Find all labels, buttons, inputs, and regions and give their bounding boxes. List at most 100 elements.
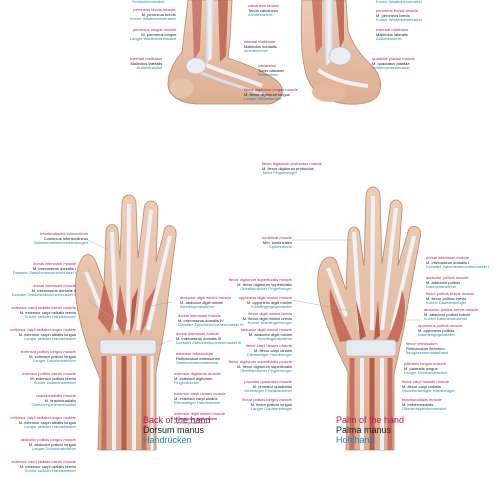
label-english: flexor digitorum superficialis muscle xyxy=(228,359,292,364)
label-english: extensor carpi radialis brevis muscle xyxy=(11,459,76,464)
label-german: Kleinfingerabzieher xyxy=(257,336,292,342)
label-latin: M. interosseus dorsalis I xyxy=(32,265,76,271)
label-german: Oberarmspeichenmuskel xyxy=(402,406,447,412)
label-german: Ellenseitiger Handstrecker xyxy=(174,400,221,406)
foot-label-5: calcaneus tendon Tendo calcaneus Achille… xyxy=(248,3,279,18)
foot-label-9: peroneus brevis muscle M. peroneus brevi… xyxy=(376,8,422,23)
label-english: external malleolus xyxy=(130,56,163,61)
label-german: Langer Hohlhandmuskel xyxy=(404,370,448,376)
foot-label-8: Kurzer Wadenbeinmuskel xyxy=(376,0,422,5)
palm-label-13: flexor pollicis brevis muscle M. flexor … xyxy=(426,291,474,306)
palm-label-1: flexor digitorum profundus muscle M. fle… xyxy=(262,161,322,176)
label-latin: M. peroneus brevis xyxy=(141,11,176,17)
label-latin: M. extensor carpi radialis longus xyxy=(18,419,76,425)
label-english: extensor pollicis brevis muscle xyxy=(21,371,76,376)
label-german: Langer Daumenabzieher xyxy=(31,446,76,452)
label-latin: Retinaculum extensorum xyxy=(176,355,221,361)
label-english: dorsal interossei muscle xyxy=(33,283,76,288)
label-german: Langer Daumenstrecker xyxy=(33,358,76,364)
label-german: Außenknöchel xyxy=(136,65,163,71)
label-german: Oberflächlicher Fingerbeuger xyxy=(240,286,292,292)
label-latin: Malleolus lateralis xyxy=(130,60,163,66)
palm-label-10: flexor pollicis longus muscle M. flexor … xyxy=(242,397,292,412)
label-english: flexor pollicis longus muscle xyxy=(242,397,292,402)
label-english: extensor carpi radialis brevis muscle xyxy=(11,305,76,310)
caption-latin: Dorsum manus xyxy=(143,425,205,436)
label-latin: Malleolus medialis xyxy=(244,43,277,49)
foot-right-illustration xyxy=(300,0,382,105)
caption-german: Hohlhand xyxy=(336,435,375,446)
label-german: Kurzer Daumenabzieher xyxy=(424,316,468,322)
label-english: flexor digitorum superficialis muscle xyxy=(228,277,292,282)
label-german: Oberflächlicher Fingerbeuger xyxy=(240,368,292,374)
caption-english: Palm of the hand xyxy=(336,415,405,425)
label-latin: M. quadratus plantae xyxy=(372,60,410,66)
label-latin: M. peroneus longus xyxy=(141,31,177,37)
label-latin: M. peroneus brevis xyxy=(376,12,411,18)
foot-label-12: flexor digitorum longus muscle M. flexor… xyxy=(244,87,299,102)
caption-latin: Palma manus xyxy=(336,425,392,436)
label-english: abductor digiti minimi muscle xyxy=(180,295,232,300)
label-german: Viereckiger Einwärtsdreher xyxy=(244,388,292,394)
label-latin: M. abductor pollicis longus xyxy=(28,441,76,447)
leader-lines xyxy=(87,239,421,347)
label-german: Kurzer Daumenbeuger xyxy=(426,300,467,306)
back-label-15: extensor retinaculum Retinaculum extenso… xyxy=(176,351,221,366)
label-english: peroneus brevis muscle xyxy=(376,8,419,13)
label-german: Kurzer Daumenstrecker xyxy=(33,380,76,386)
back-label-17: extensor carpi ulnaris muscle M. extenso… xyxy=(174,391,226,406)
label-latin: M. abductor digiti minimi xyxy=(248,331,292,337)
label-english: intertendinous connections xyxy=(40,231,88,236)
label-english: opponens pollicis muscle xyxy=(418,323,463,328)
back-label-3: dorsal interossei muscle M. interosseus … xyxy=(12,283,76,298)
label-german: Dorsaler Zwischenknochenmuskel III xyxy=(176,340,242,346)
caption-german: Handrücken xyxy=(143,435,192,446)
label-german: Kurzer radialer Handstrecker xyxy=(24,468,76,474)
label-latin: M. opponens pollicis xyxy=(418,327,455,333)
label-latin: M. extensor digiti minimi xyxy=(174,415,217,421)
label-german: Strecksehnenhalteband xyxy=(176,360,219,366)
label-german: Tiefer Fingerbeuger xyxy=(262,170,297,176)
back-label-4: extensor carpi radialis brevis muscle M.… xyxy=(11,305,76,320)
label-german: Kleinfingerstrecker xyxy=(174,420,208,426)
label-english: adductor pollicis muscle xyxy=(426,275,469,280)
label-german: Kleinfingergegensteller xyxy=(251,304,292,310)
label-german: Sohlenviereckmuskel xyxy=(372,65,410,71)
label-german: Langer Zehenbeuger xyxy=(244,96,282,102)
label-english: lumbrical muscle xyxy=(262,235,292,240)
label-english: brachioradialis muscle xyxy=(402,397,442,402)
label-latin: Mm. lumbricales xyxy=(262,239,292,245)
label-german: Oberarmspeichenmuskel xyxy=(31,402,76,408)
palm-label-7: flexor carpi ulnaris muscle M. flexor ca… xyxy=(245,343,292,358)
label-german: Dorsaler Zwischenknochenmuskel I xyxy=(426,264,490,270)
label-latin: M. opponens digiti minimi xyxy=(246,299,292,305)
label-latin: M. flexor digitorum profundus xyxy=(262,165,314,171)
palm-label-14: abductor pollicis brevis muscle M. abduc… xyxy=(424,307,478,322)
back-label-13: dorsal interossei muscle M. interosseus … xyxy=(178,313,244,328)
label-english: dorsal interossei muscle xyxy=(426,255,469,260)
label-english: flexor carpi ulnaris muscle xyxy=(245,343,292,348)
label-latin: M. flexor carpi ulnaris xyxy=(253,347,292,353)
label-latin: M. flexor digiti minimi brevis xyxy=(242,315,292,321)
label-english: flexor digitorum longus muscle xyxy=(244,87,299,92)
palm-label-6: abductor digiti minimi muscle M. abducto… xyxy=(241,327,292,342)
back-label-11: extensor carpi radialis brevis muscle M.… xyxy=(11,459,76,474)
label-latin: Tendo calcaneus xyxy=(248,7,279,13)
label-latin: M. brachioradialis xyxy=(44,397,76,403)
foot-label-10: external malleolus Malleolus lateralis A… xyxy=(376,27,409,42)
back-label-12: abductor digiti minimi muscle M. abducto… xyxy=(180,295,232,310)
foot-left-illustration xyxy=(167,0,283,105)
caption-english: Back of the hand xyxy=(143,415,211,425)
label-english: pronator quadratus muscle xyxy=(244,379,292,384)
foot-label-2: peroneus brevis muscle M. peroneus brevi… xyxy=(130,7,176,22)
label-latin: M. flexor pollicis brevis xyxy=(426,295,467,301)
label-german: Langer Wadenbeinmuskel xyxy=(130,36,177,42)
label-english: external malleolus xyxy=(376,27,409,32)
label-english: extensor pollicis longus muscle xyxy=(20,349,76,354)
label-english: quadrate plantar muscle xyxy=(372,56,415,61)
label-german: Kurzer radialer Handstrecker xyxy=(24,314,76,320)
foot-label-11: quadrate plantar muscle M. quadratus pla… xyxy=(372,56,415,71)
back-label-7: extensor pollicis brevis muscle M. exten… xyxy=(21,371,76,386)
